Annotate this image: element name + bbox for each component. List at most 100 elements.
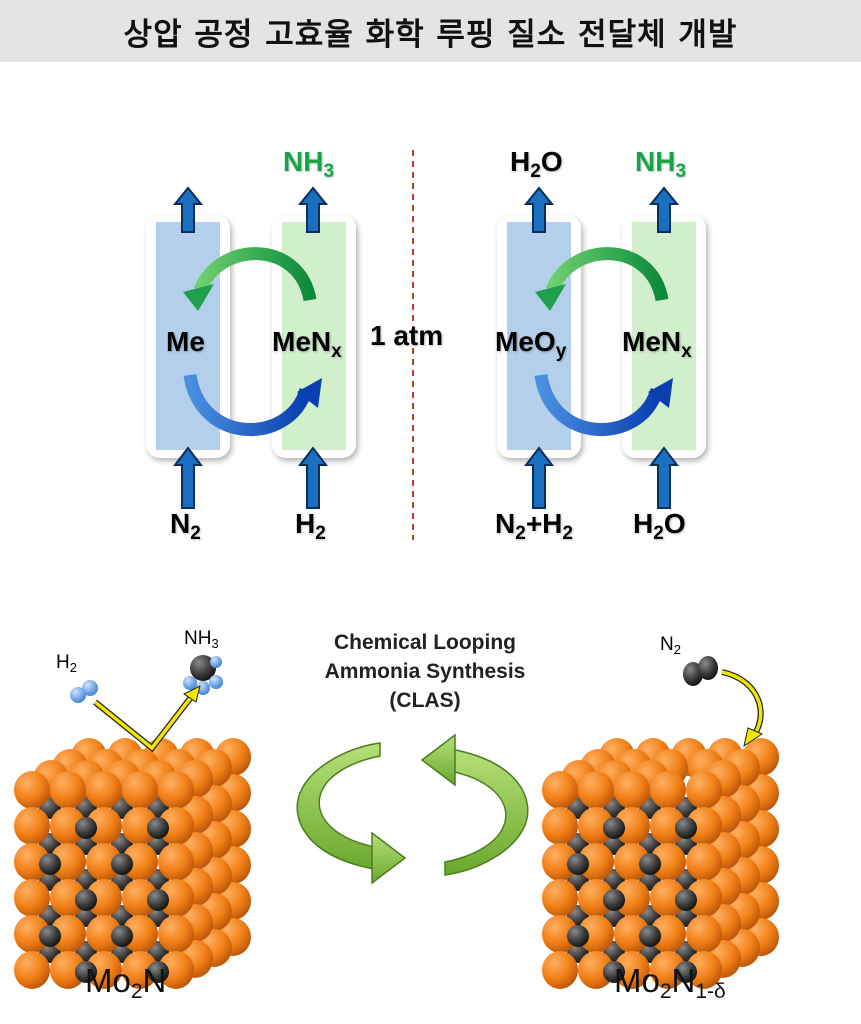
right-cycle: [497, 187, 706, 509]
mo2n-vacancy-crystal: [542, 738, 779, 989]
molybdenum-atom: [578, 807, 614, 845]
nitrogen-atom: [111, 925, 133, 947]
molybdenum-atom: [50, 951, 86, 989]
left-cycle: [146, 187, 356, 509]
molybdenum-atom: [86, 915, 122, 953]
molybdenum-atom: [542, 879, 578, 917]
molybdenum-atom: [542, 951, 578, 989]
molybdenum-atom: [14, 843, 50, 881]
molybdenum-atom: [650, 951, 686, 989]
nitrogen-atom: [111, 853, 133, 875]
clas-line-2: Ammonia Synthesis: [324, 660, 526, 683]
menx-label: MeNx: [622, 326, 692, 362]
green-arrowhead: [183, 284, 214, 311]
molybdenum-atom: [614, 915, 650, 953]
nitrogen-atom: [639, 925, 661, 947]
green-cycle-arrow: [193, 247, 317, 302]
molybdenum-atom: [686, 771, 722, 809]
nh3-molecule-icon: [183, 655, 223, 695]
n2-h2-input-label: N2+H2: [495, 508, 573, 544]
molybdenum-atom: [542, 807, 578, 845]
molybdenum-atom: [14, 879, 50, 917]
molybdenum-atom: [686, 807, 722, 845]
meoy-label: MeOy: [495, 326, 567, 362]
clas-line-1: Chemical Looping: [333, 631, 516, 654]
molybdenum-atom: [122, 879, 158, 917]
molybdenum-atom: [14, 807, 50, 845]
nitrogen-atom: [39, 925, 61, 947]
mo2n-vacancy-label: Mo2N1-δ: [614, 962, 726, 1003]
nh3-output-label: NH3: [635, 146, 687, 182]
molybdenum-atom: [158, 843, 194, 881]
page-title: 상압 공정 고효율 화학 루핑 질소 전달체 개발: [123, 16, 738, 53]
molybdenum-atom: [578, 843, 614, 881]
molybdenum-atom: [542, 843, 578, 881]
nitrogen-atom: [567, 853, 589, 875]
molybdenum-atom: [50, 915, 86, 953]
molybdenum-atom: [686, 915, 722, 953]
molybdenum-atom: [50, 879, 86, 917]
molybdenum-atom: [614, 771, 650, 809]
molybdenum-atom: [14, 915, 50, 953]
molybdenum-atom: [614, 951, 650, 989]
clas-loop-icon: [296, 733, 529, 885]
molybdenum-atom: [650, 807, 686, 845]
reaction-path-outline: [93, 690, 198, 753]
molybdenum-atom: [650, 771, 686, 809]
molybdenum-atom: [122, 843, 158, 881]
h2o-output-label: H2O: [510, 146, 563, 182]
molybdenum-atom: [650, 879, 686, 917]
blue-arrowhead: [648, 378, 673, 408]
h2-input-label: H2: [295, 508, 326, 544]
me-label: Me: [166, 326, 205, 357]
path-arrowhead: [183, 685, 201, 703]
molybdenum-atom: [158, 951, 194, 989]
molybdenum-atom: [578, 771, 614, 809]
h2o-input-label: H2O: [633, 508, 686, 544]
reaction-path: [93, 690, 197, 751]
molybdenum-atom: [122, 807, 158, 845]
molybdenum-atom: [122, 951, 158, 989]
molybdenum-atom: [50, 771, 86, 809]
molybdenum-atom: [86, 771, 122, 809]
green-cycle-arrow: [545, 247, 669, 302]
mo2n-crystal: [14, 738, 251, 989]
molybdenum-atom: [578, 915, 614, 953]
molybdenum-atom: [122, 915, 158, 953]
pressure-label: 1 atm: [370, 320, 444, 351]
molybdenum-atom: [614, 843, 650, 881]
molybdenum-atom: [158, 807, 194, 845]
molybdenum-atom: [50, 843, 86, 881]
molybdenum-atom: [686, 843, 722, 881]
molybdenum-atom: [158, 771, 194, 809]
n2-molecule-label: N2: [660, 634, 681, 657]
nitrogen-atom: [567, 925, 589, 947]
molybdenum-atom: [686, 879, 722, 917]
n2-path-arrowhead: [743, 727, 764, 748]
nitrogen-atom: [147, 961, 169, 983]
nitrogen-atom: [675, 889, 697, 911]
blue-arrowhead: [297, 378, 322, 408]
molybdenum-atom: [542, 915, 578, 953]
molybdenum-atom: [578, 951, 614, 989]
molybdenum-atom: [650, 843, 686, 881]
nitrogen-atom: [639, 853, 661, 875]
nitrogen-atom: [603, 889, 625, 911]
molybdenum-atom: [50, 807, 86, 845]
n2-input-label: N2: [170, 508, 201, 544]
green-arrowhead: [535, 284, 566, 311]
mo2n-label: Mo2N: [85, 962, 167, 1003]
molybdenum-atom: [614, 807, 650, 845]
nitrogen-atom: [75, 817, 97, 839]
molybdenum-atom: [86, 879, 122, 917]
clas-caption: Chemical Looping Ammonia Synthesis (CLAS…: [290, 628, 560, 715]
molybdenum-atom: [686, 951, 722, 989]
h2-molecule-icon: [70, 680, 98, 703]
nh3-output-label: NH3: [283, 146, 335, 182]
title-bar: 상압 공정 고효율 화학 루핑 질소 전달체 개발: [0, 0, 861, 62]
molybdenum-atom: [542, 771, 578, 809]
nitrogen-atom: [75, 889, 97, 911]
molybdenum-atom: [122, 771, 158, 809]
nh3-molecule-label: NH3: [184, 628, 219, 651]
